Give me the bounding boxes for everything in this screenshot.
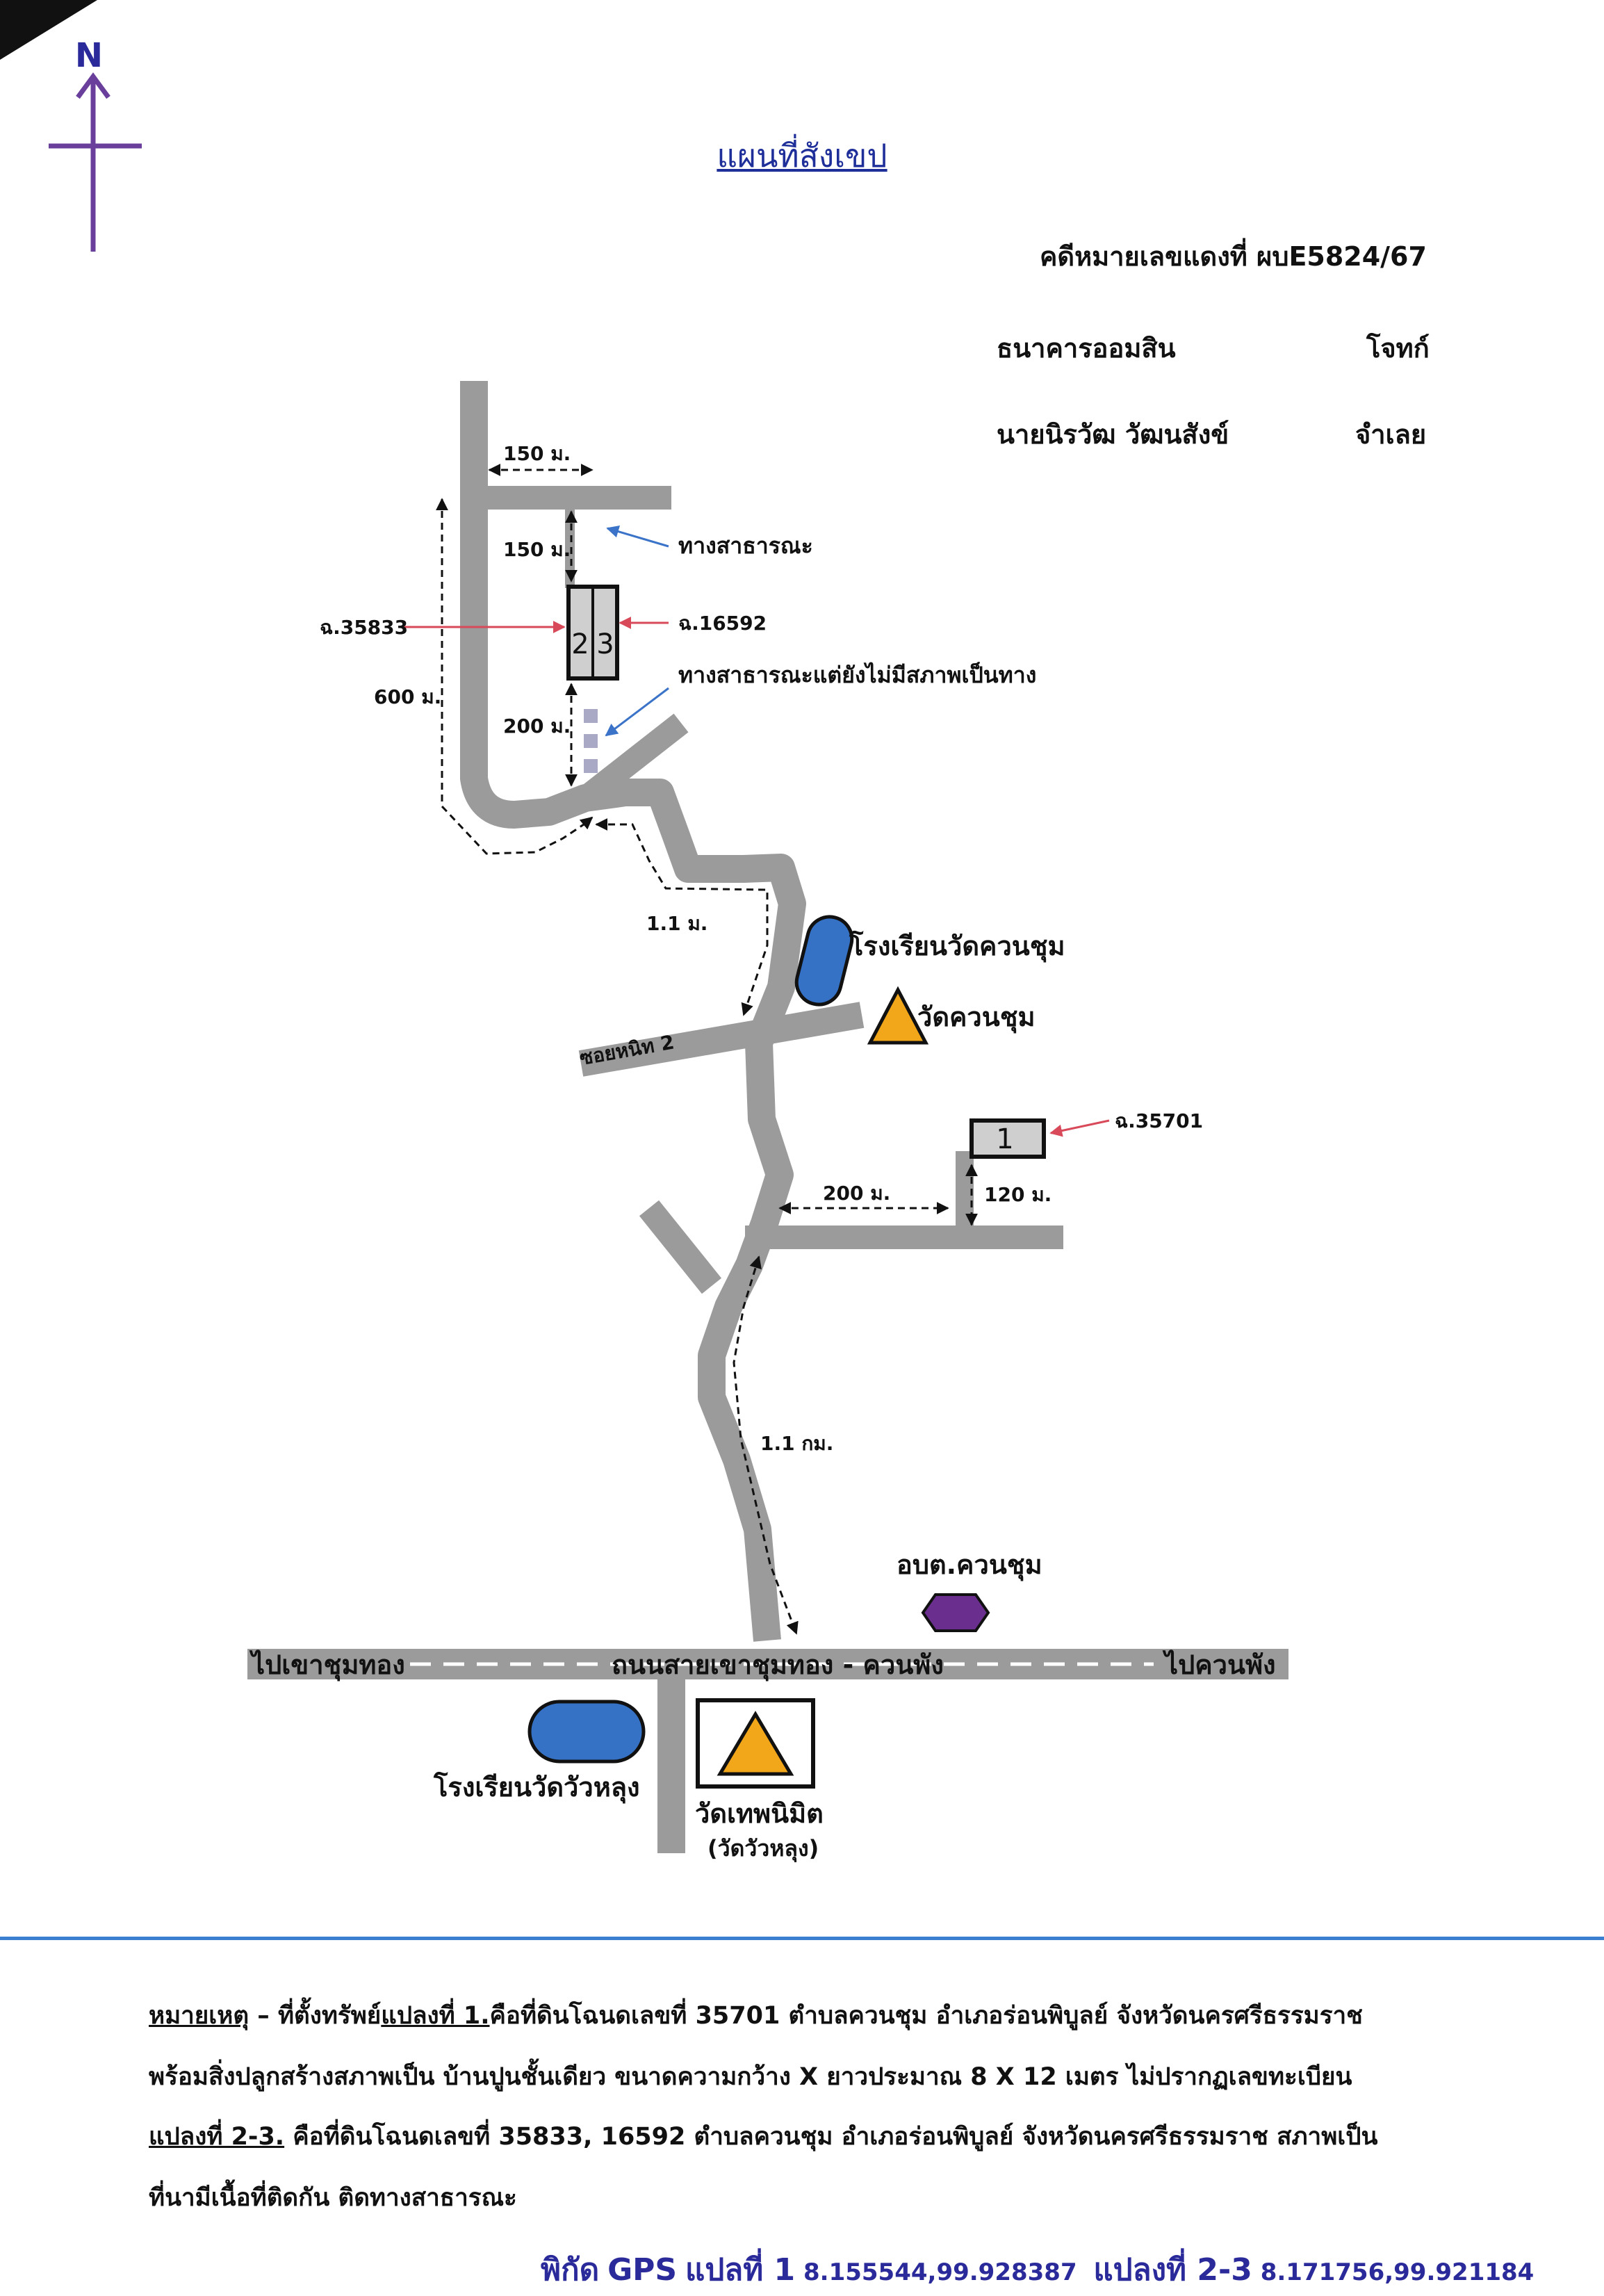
gps-plot1-label: แปลที่ 1 — [685, 2252, 796, 2288]
note-line-4: ที่นามีเนื้อที่ติดกัน ติดทางสาธารณะ — [149, 2184, 517, 2212]
public-road-unbuilt-label: ทางสาธารณะแต่ยังไม่มีสภาพเป็นทาง — [678, 661, 1036, 688]
dist-200-left: 200 ม. — [503, 715, 571, 738]
dist-200-right: 200 ม. — [823, 1182, 890, 1205]
note-plot1-label: แปลงที่ 1. — [381, 2002, 490, 2030]
sketch-map: N 2 3 1 — [49, 36, 1288, 1863]
note-line-1: หมายเหตุ – ที่ตั้งทรัพย์แปลงที่ 1.คือที่… — [149, 1992, 1553, 2039]
school-wua-lung-label: โรงเรียนวัดวัวหลุง — [433, 1771, 640, 1804]
section-divider — [0, 1937, 1604, 1940]
plot-3-label: 3 — [596, 628, 614, 660]
unbuilt-path — [584, 709, 598, 773]
wat-thep-nimit-label: วัดเทพนิมิต — [695, 1798, 824, 1829]
dist-600: 600 ม. — [374, 685, 441, 708]
road-soi — [578, 1002, 865, 1077]
deed-16592-label: ฉ.16592 — [678, 612, 767, 635]
obt-marker — [921, 1593, 990, 1632]
gps-line: พิกัด GPS แปลที่ 1 8.155544,99.928387 แป… — [541, 2245, 1534, 2294]
gps-label: GPS — [607, 2252, 678, 2288]
road-west-spur — [639, 1200, 722, 1294]
public-road-label: ทางสาธารณะ — [678, 532, 813, 559]
gps-plot1-coords: 8.155544,99.928387 — [803, 2258, 1077, 2286]
plot-1: 1 — [969, 1118, 1046, 1159]
dist-150-side: 150 ม. — [503, 538, 571, 561]
note-line-3: แปลงที่ 2-3. คือที่ดินโฉนดเลขที่ 35833, … — [149, 2113, 1553, 2160]
to-khao-chum-thong-label: ไปเขาชุมทอง — [249, 1650, 405, 1682]
school-wua-lung-marker — [527, 1700, 646, 1764]
plot-1-label: 1 — [996, 1123, 1013, 1155]
gps-plot23-coords: 8.171756,99.921184 — [1260, 2258, 1535, 2286]
note-label: หมายเหตุ — [149, 2002, 249, 2030]
deed-35833-label: ฉ.35833 — [320, 616, 408, 639]
note-line-2: พร้อมสิ่งปลูกสร้างสภาพเป็น บ้านปูนชั้นเด… — [149, 2063, 1352, 2091]
dist-150-top: 150 ม. — [503, 442, 571, 465]
wat-khuan-chum-marker — [867, 986, 929, 1045]
school-khuan-chum-label: โรงเรียนวัดควนชุม — [849, 930, 1065, 963]
case-label: คดีหมายเลขแดงที่ ผบ — [1040, 241, 1289, 272]
wat-wua-lung-label: (วัดวัวหลุง) — [707, 1835, 819, 1863]
wat-khuan-chum-label: วัดควนชุม — [917, 1002, 1036, 1034]
dimension-lines — [436, 464, 978, 1635]
school-khuan-chum-marker — [794, 915, 854, 1007]
main-road-label: ถนนสายเขาชุมทอง - ควนพัง — [612, 1650, 944, 1682]
plaintiff-name: ธนาคารออมสิน — [997, 333, 1176, 364]
obt-label: อบต.ควนชุม — [897, 1549, 1042, 1581]
case-number: E5824/67 — [1288, 241, 1427, 272]
dist-1-1m: 1.1 ม. — [646, 912, 707, 935]
note-dash: – ที่ตั้งทรัพย์ — [249, 2002, 382, 2030]
gps-plot23-label: แปลงที่ 2-3 — [1093, 2252, 1252, 2288]
to-khuan-phang-label: ไปควนพัง — [1162, 1650, 1276, 1680]
deed-35701-label: ฉ.35701 — [1115, 1109, 1203, 1132]
plot-2-3: 2 3 — [566, 585, 619, 681]
north-arrow: N — [49, 36, 142, 252]
gps-prefix: พิกัด — [541, 2252, 600, 2288]
pointer-arrows — [403, 525, 1110, 1137]
note-line1-rest: คือที่ดินโฉนดเลขที่ 35701 ตำบลควนชุม อำเ… — [489, 2002, 1363, 2030]
case-number-line: คดีหมายเลขแดงที่ ผบE5824/67 — [1040, 235, 1427, 277]
defendant-name: นายนิรวัฒ วัฒนสังข์ — [997, 419, 1229, 450]
dist-120: 120 ม. — [984, 1183, 1051, 1206]
scan-corner-mark — [0, 0, 97, 60]
plaintiff-role: โจทก์ — [1366, 333, 1430, 364]
plot-2-label: 2 — [571, 628, 589, 660]
note-plot23-label: แปลงที่ 2-3. — [149, 2123, 285, 2151]
defendant-role: จำเลย — [1355, 419, 1427, 450]
road-network — [247, 381, 1288, 1853]
dist-1-1km: 1.1 กม. — [760, 1432, 833, 1455]
road-branch-ne — [578, 713, 689, 808]
wat-thep-nimit-marker — [696, 1698, 815, 1789]
note-line3-rest: คือที่ดินโฉนดเลขที่ 35833, 16592 ตำบลควน… — [284, 2123, 1378, 2151]
north-label: N — [75, 36, 103, 75]
map-title: แผนที่สังเขป — [717, 137, 887, 174]
